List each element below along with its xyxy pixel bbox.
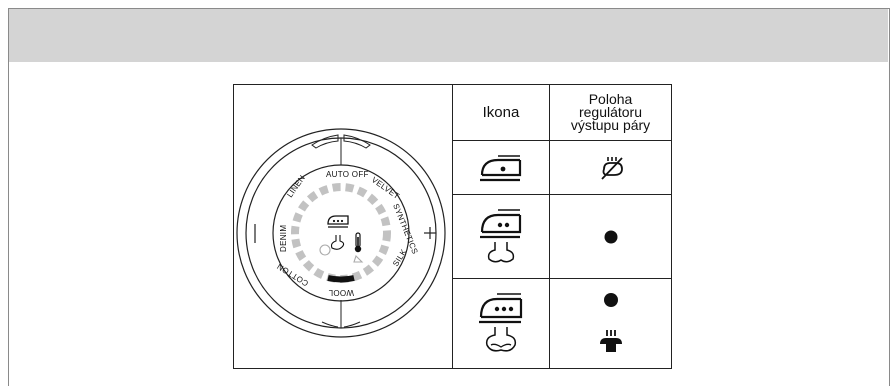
dial-label-wool: WOOL	[328, 288, 354, 297]
selected-setting-indicator	[327, 275, 355, 283]
row3-icon-cell	[453, 279, 550, 368]
dial-label-silk: SILK	[391, 247, 409, 268]
dial-label-linen: LINEN	[285, 173, 307, 199]
dot-icon	[604, 230, 617, 243]
temperature-dial: AUTO OFF VELVET SYNTHETICS SILK WOOL COT…	[234, 85, 453, 368]
row1-position-cell	[550, 141, 671, 195]
dial-label-denim: DENIM	[279, 225, 288, 252]
dial-notch-left	[311, 134, 339, 149]
iron-three-dots-steam-icon	[479, 292, 523, 352]
dial-outer-ring	[236, 128, 446, 338]
dial-label-auto-off: AUTO OFF	[326, 170, 369, 179]
col-header-position: Poloha regulátoru výstupu páry	[550, 85, 671, 141]
dial-spray-icon	[319, 244, 364, 263]
iron-two-dots-steam-icon	[480, 208, 522, 262]
row2-icon-cell	[453, 195, 550, 279]
steam-off-icon	[600, 156, 623, 180]
dot-and-max-steam-icon	[599, 292, 622, 352]
iron-one-dot-icon	[480, 154, 522, 181]
row1-icon-cell	[453, 141, 550, 195]
dial-drawing: AUTO OFF VELVET SYNTHETICS SILK WOOL COT…	[236, 128, 446, 338]
row2-position-cell	[550, 195, 671, 279]
header-band	[9, 9, 888, 62]
page-frame	[8, 8, 890, 386]
dial-notch-bottom-left	[321, 321, 339, 328]
dial-notch-right	[343, 134, 371, 149]
steam-table: Ikona Poloha regulátoru výstupu páry	[453, 85, 671, 368]
dial-steam-icon	[330, 235, 345, 250]
temperature-scale-ring	[291, 183, 391, 283]
dial-notch-bottom-right	[343, 321, 361, 328]
dial-iron-icon	[327, 215, 349, 228]
row3-position-cell	[550, 279, 671, 368]
col-header-icon: Ikona	[453, 85, 550, 141]
dial-thermometer-icon	[354, 232, 362, 253]
steam-setting-figure: AUTO OFF VELVET SYNTHETICS SILK WOOL COT…	[233, 84, 672, 369]
